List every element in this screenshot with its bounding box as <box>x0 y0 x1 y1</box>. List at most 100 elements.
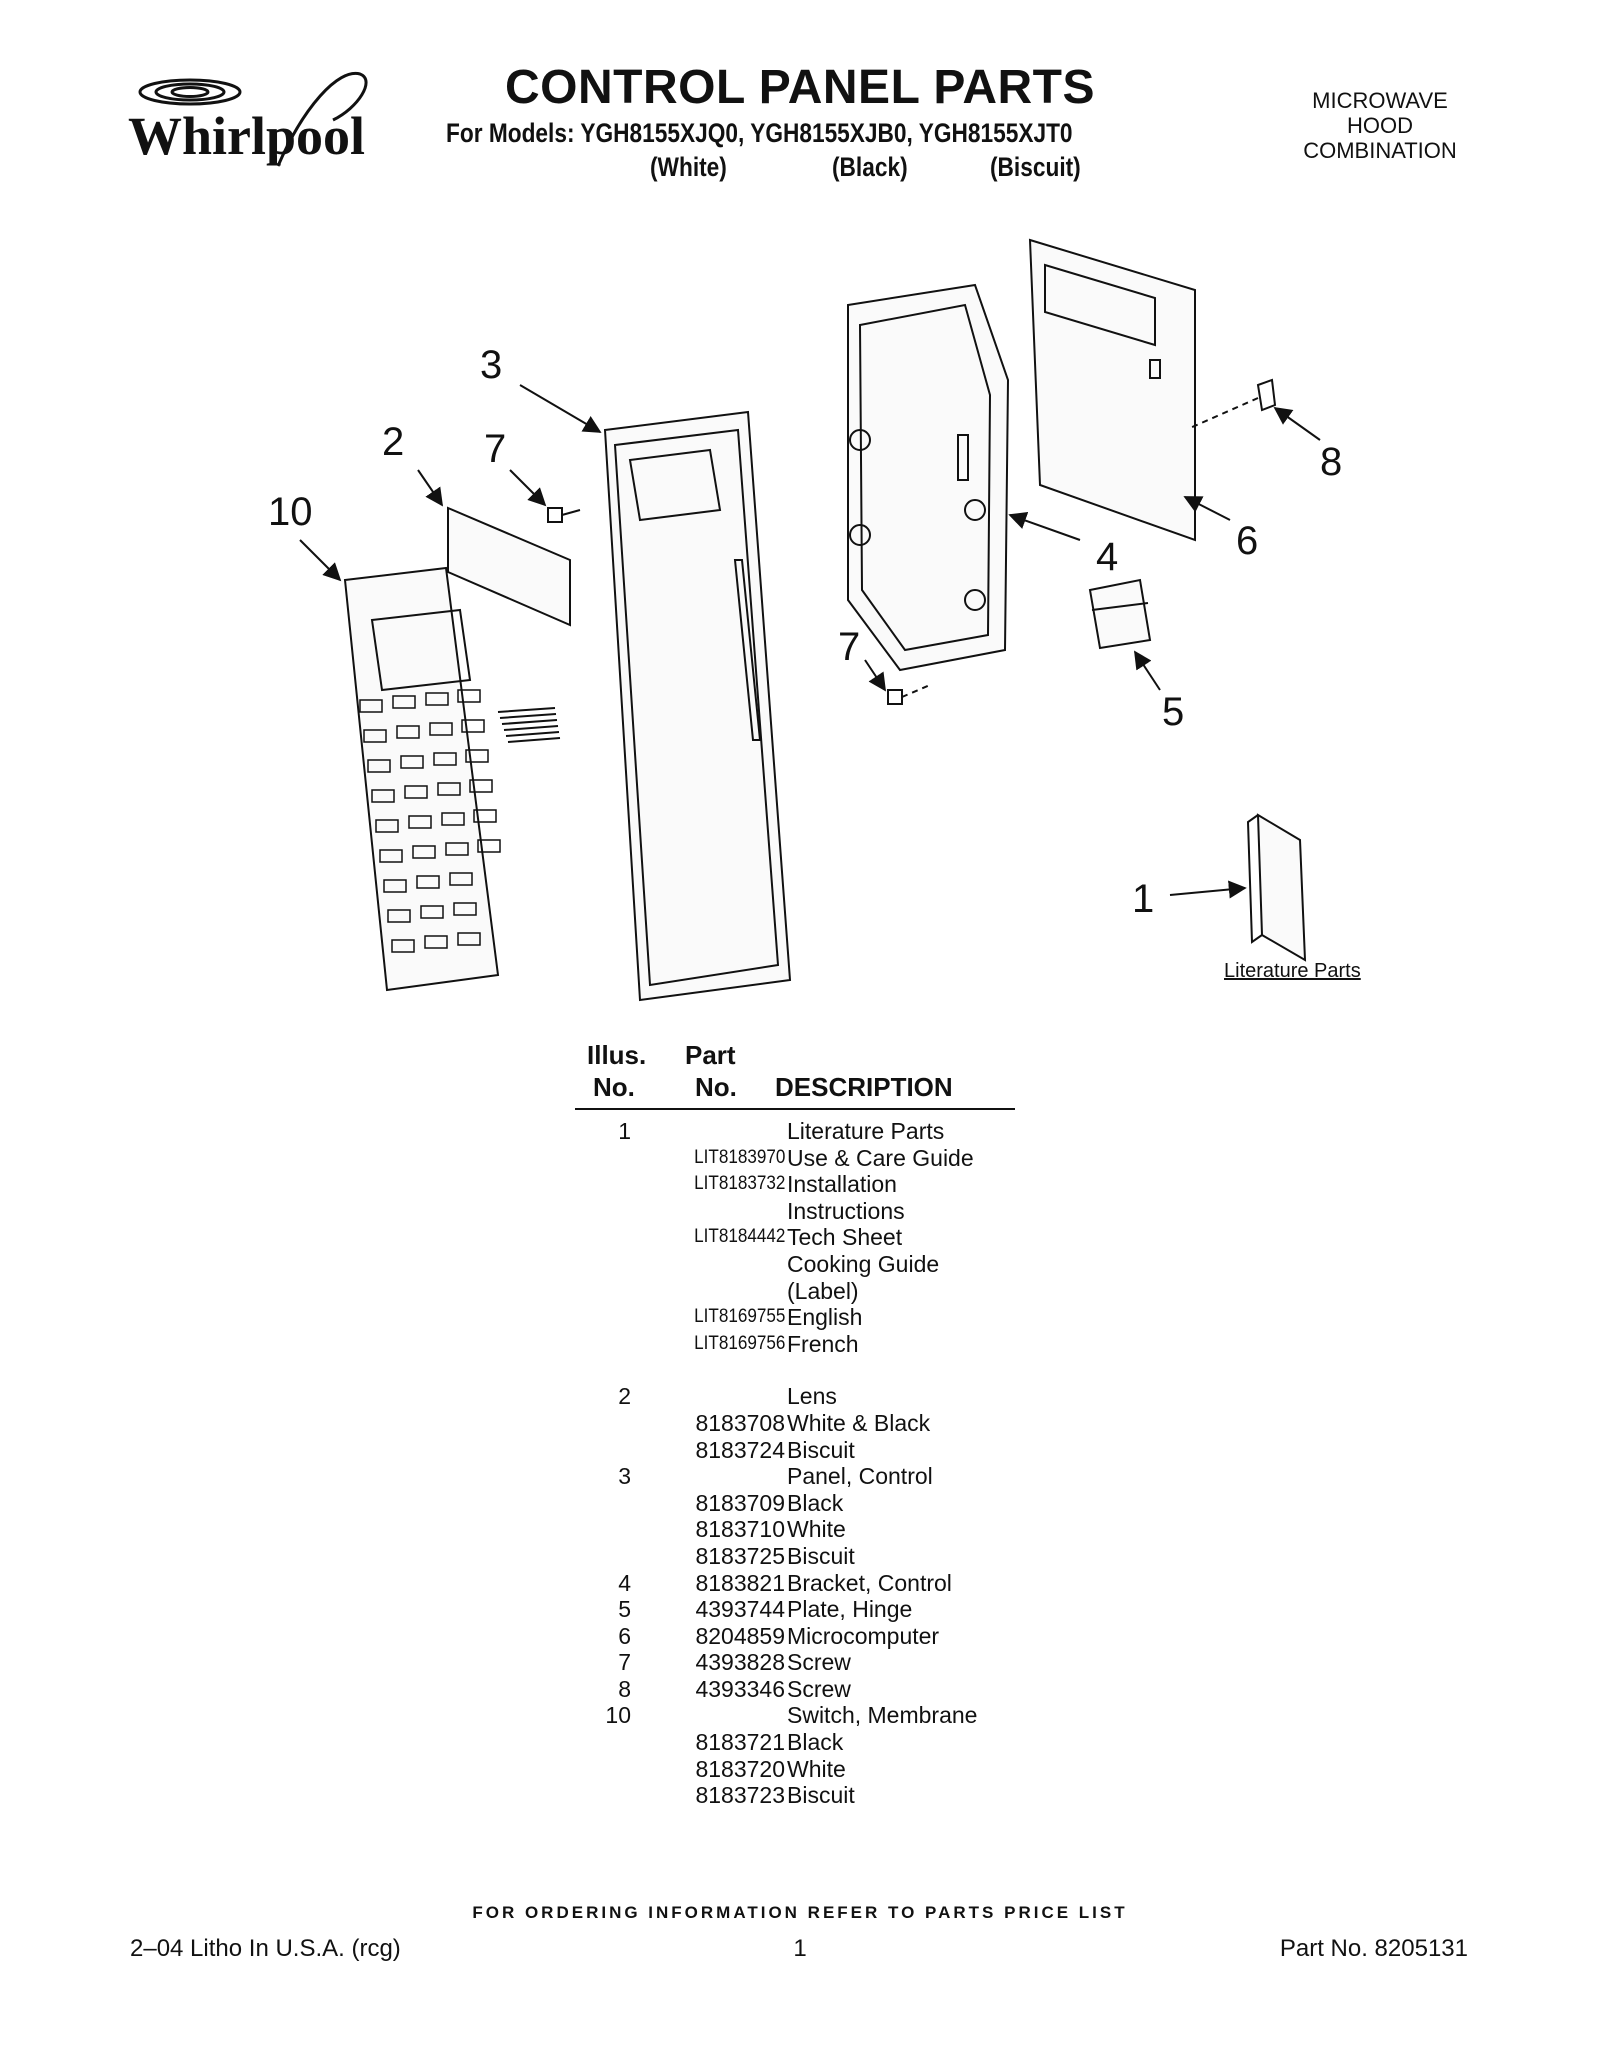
part-number: LIT8183732 <box>693 1173 785 1195</box>
callout-4: 4 <box>1096 535 1118 579</box>
illus-number: 1 <box>618 1118 631 1144</box>
literature-parts-part <box>1256 813 1307 962</box>
hinge-plate-part <box>1088 578 1152 650</box>
callout-3: 3 <box>480 343 502 387</box>
ordering-info: FOR ORDERING INFORMATION REFER TO PARTS … <box>472 1903 1128 1922</box>
column-header-illus: No. <box>593 1072 635 1102</box>
part-description: White <box>787 1755 846 1782</box>
illus-number: 2 <box>618 1383 631 1410</box>
page-title: CONTROL PANEL PARTS <box>505 61 1095 114</box>
part-number: 8183708 <box>695 1409 785 1436</box>
whirlpool-logo: Whirlpool <box>128 71 368 167</box>
column-header-illus: Illus. <box>587 1040 647 1070</box>
part-description: Panel, Control <box>787 1463 933 1490</box>
part-number: LIT8169756 <box>693 1332 785 1354</box>
callout-7: 7 <box>838 625 860 669</box>
part-number: LIT8183970 <box>693 1146 785 1168</box>
litho-info: 2–04 Litho In U.S.A. (rcg) <box>130 1935 401 1962</box>
header-rule <box>575 1108 1015 1110</box>
part-number: 8204859 <box>695 1622 785 1649</box>
part-description: Installation <box>787 1171 897 1198</box>
callout-8: 8 <box>1320 440 1342 484</box>
document-part-number: Part No. 8205131 <box>1279 1935 1468 1962</box>
color-label-black: (Black) <box>832 152 908 182</box>
part-description: Cooking Guide <box>787 1250 940 1277</box>
part-description: Biscuit <box>787 1436 855 1463</box>
control-panel-part <box>603 410 792 1002</box>
illus-number: 10 <box>605 1702 631 1729</box>
part-description: French <box>787 1330 859 1357</box>
screw-part <box>887 684 931 705</box>
part-description: English <box>787 1304 863 1331</box>
part-description: Switch, Membrane <box>787 1702 978 1729</box>
models-line: For Models: YGH8155XJQ0, YGH8155XJB0, YG… <box>446 118 1073 148</box>
table-row: Instructions <box>575 1198 1015 1225</box>
part-number: 8183710 <box>695 1516 785 1543</box>
table-row: (Label) <box>575 1278 1015 1305</box>
part-number: 8183723 <box>695 1782 785 1809</box>
microcomputer-part <box>1028 238 1196 542</box>
callout-6: 6 <box>1236 519 1258 563</box>
part-description: Biscuit <box>787 1782 855 1809</box>
color-label-biscuit: (Biscuit) <box>990 152 1081 182</box>
part-number: 8183709 <box>695 1489 785 1516</box>
part-number: 4393828 <box>695 1649 785 1676</box>
table-row: 1 Literature Parts <box>575 1118 1015 1145</box>
part-number: 4393744 <box>695 1596 785 1623</box>
illus-number: 4 <box>618 1569 631 1596</box>
product-type-line: MICROWAVE <box>1312 88 1448 113</box>
membrane-switch-part <box>343 566 561 992</box>
part-number: 8183720 <box>695 1755 785 1782</box>
part-number: 8183724 <box>695 1436 785 1463</box>
part-description: Tech Sheet <box>787 1224 903 1251</box>
callout-7: 7 <box>484 427 506 471</box>
exploded-parts-diagram: 3 2 7 10 4 6 8 7 5 1 <box>268 238 1342 1002</box>
callout-2: 2 <box>382 420 404 464</box>
part-number: LIT8169755 <box>693 1306 785 1328</box>
part-description: Literature Parts <box>787 1118 945 1144</box>
part-number: 4393346 <box>695 1675 785 1702</box>
parts-table-header: Illus. No. Part No. DESCRIPTION <box>575 1040 1015 1120</box>
table-row: Cooking Guide <box>575 1251 1015 1278</box>
brand-logo-text: Whirlpool <box>128 106 365 166</box>
illus-number: 7 <box>618 1649 631 1676</box>
part-description: Screw <box>787 1675 851 1702</box>
screw-part <box>1189 378 1277 429</box>
callout-5: 5 <box>1162 690 1184 734</box>
column-header-part: Part <box>685 1040 736 1070</box>
part-description: Black <box>787 1489 844 1516</box>
part-description: Biscuit <box>787 1542 855 1569</box>
illus-number: 5 <box>618 1596 631 1623</box>
screw-part <box>547 507 581 523</box>
illus-number: 8 <box>618 1675 631 1702</box>
product-type-line: HOOD <box>1347 113 1413 138</box>
table-row: 3 Panel, Control <box>575 1463 1015 1490</box>
part-number: 8183725 <box>695 1542 785 1569</box>
part-description: Screw <box>787 1649 851 1676</box>
page-number: 1 <box>793 1935 807 1962</box>
callout-10: 10 <box>268 490 313 534</box>
illus-number: 3 <box>618 1463 631 1490</box>
column-header-part: No. <box>695 1072 737 1102</box>
callout-1: 1 <box>1132 877 1154 921</box>
part-description: Plate, Hinge <box>787 1596 913 1623</box>
color-label-white: (White) <box>650 152 727 182</box>
lens-part <box>447 506 571 627</box>
part-description: Black <box>787 1729 844 1756</box>
part-description: Bracket, Control <box>787 1569 952 1596</box>
part-description: Use & Care Guide <box>787 1144 974 1171</box>
